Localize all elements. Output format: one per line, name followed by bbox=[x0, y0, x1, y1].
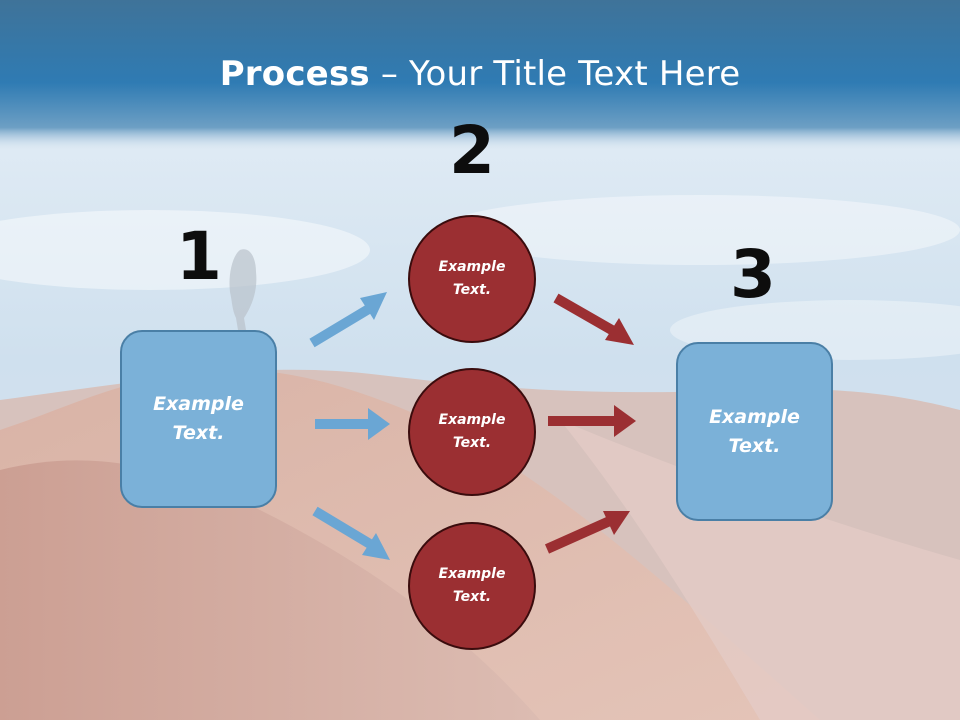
circle-bottom-text-line1: Example bbox=[438, 566, 506, 582]
circle-top-text-line1: Example bbox=[438, 259, 506, 275]
arrow-blue-down bbox=[312, 506, 390, 560]
arrow-red-down bbox=[553, 293, 634, 345]
right-box-text-line1: Example bbox=[709, 405, 800, 428]
arrow-blue-up bbox=[309, 292, 387, 348]
step-number-2: 2 bbox=[449, 112, 495, 189]
right-process-box: Example Text. bbox=[676, 342, 833, 521]
circle-node-bottom: Example Text. bbox=[408, 522, 536, 650]
left-box-text-line2: Text. bbox=[172, 422, 225, 444]
circle-middle-text-line2: Text. bbox=[452, 435, 492, 451]
arrow-red-straight bbox=[548, 405, 636, 437]
step-number-1: 1 bbox=[176, 218, 222, 295]
title-rest-part: – Your Title Text Here bbox=[369, 54, 741, 94]
circle-node-top: Example Text. bbox=[408, 215, 536, 343]
circle-bottom-text-line2: Text. bbox=[452, 589, 492, 605]
arrow-blue-straight bbox=[315, 408, 390, 440]
circle-node-middle: Example Text. bbox=[408, 368, 536, 496]
circle-top-text-line2: Text. bbox=[452, 282, 492, 298]
arrow-red-up bbox=[544, 511, 630, 554]
circle-middle-text-line1: Example bbox=[438, 412, 506, 428]
slide-title: Process – Your Title Text Here bbox=[0, 52, 960, 96]
title-bold-part: Process bbox=[219, 54, 370, 94]
right-box-text-line2: Text. bbox=[728, 434, 781, 457]
step-number-3: 3 bbox=[730, 236, 776, 313]
left-process-box: Example Text. bbox=[120, 330, 277, 508]
left-box-text-line1: Example bbox=[153, 393, 244, 415]
